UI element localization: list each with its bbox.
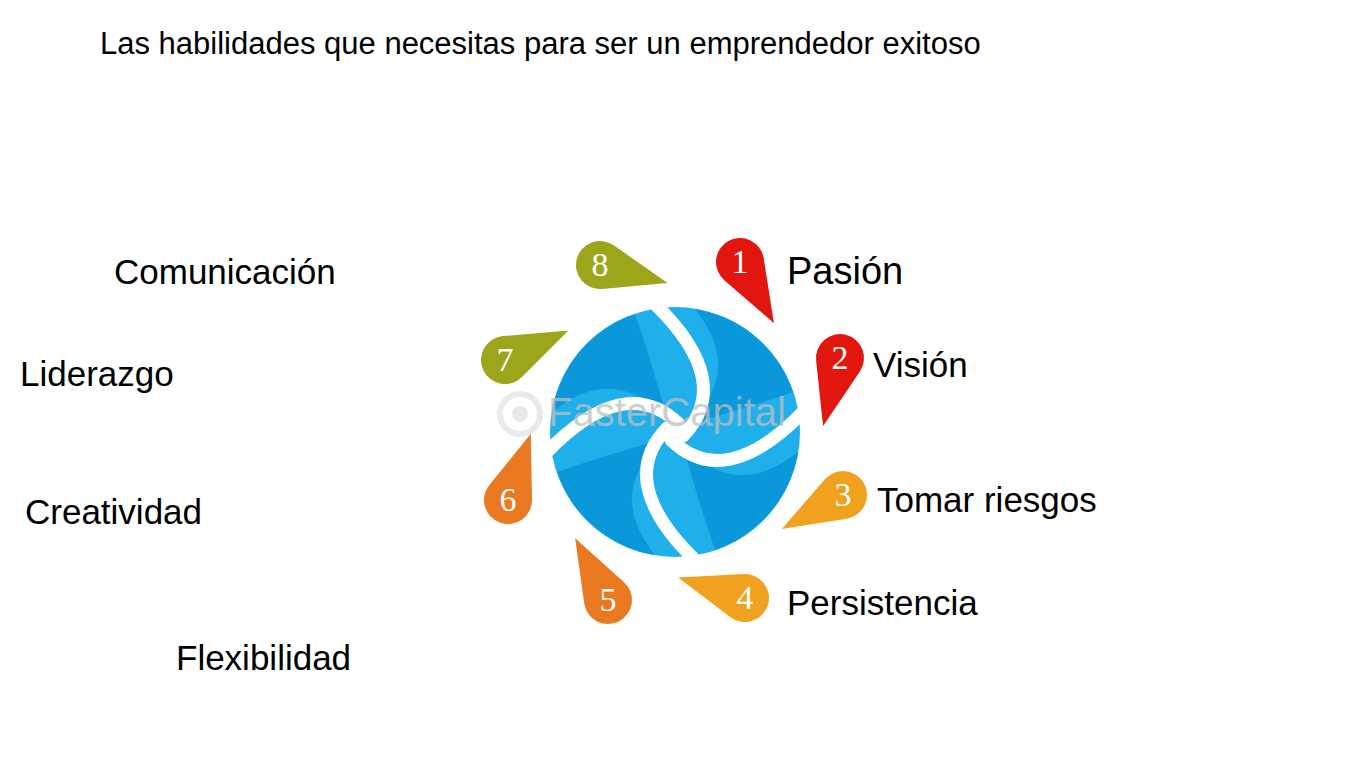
gear-hub [512,406,528,422]
skill-label: Persistencia [787,585,978,620]
numbered-drop: 8 [560,225,640,305]
drop-outline [481,330,568,384]
callout-number: 4 [705,558,785,638]
pinwheel-disc [550,307,800,557]
callout-number: 5 [568,560,648,640]
numbered-drop: 4 [705,558,785,638]
callout-number: 6 [468,460,548,540]
pinwheel-gap [647,428,695,560]
numbered-drop: 6 [468,460,548,540]
numbered-drop: 3 [803,455,883,535]
skill-label: Liderazgo [20,356,174,391]
callout-number: 7 [465,320,545,400]
drop-outline [678,574,769,622]
numbered-drop: 7 [465,320,545,400]
drop-outline [782,471,867,529]
pinwheel-petals [552,309,798,555]
watermark: FasterCapital [548,392,786,432]
skill-label: Comunicación [114,254,336,289]
numbered-drop: 2 [800,318,880,398]
callout-number: 1 [700,222,780,302]
skill-label: Creatividad [25,494,202,529]
skill-label: Visión [873,347,968,382]
numbered-drop: 5 [568,560,648,640]
pinwheel-gaps [547,304,803,560]
gear-ring [500,394,540,434]
skill-label: Pasión [787,252,903,290]
drop-outline [576,241,668,289]
skill-label: Tomar riesgos [877,482,1097,517]
callout-number: 3 [803,455,883,535]
diagram-title: Las habilidades que necesitas para ser u… [100,28,981,59]
callout-number: 8 [560,225,640,305]
skill-label: Flexibilidad [176,640,351,675]
callout-number: 2 [800,318,880,398]
pinwheel-logo [547,304,803,560]
watermark-gear [500,394,540,434]
numbered-drop: 1 [700,222,780,302]
